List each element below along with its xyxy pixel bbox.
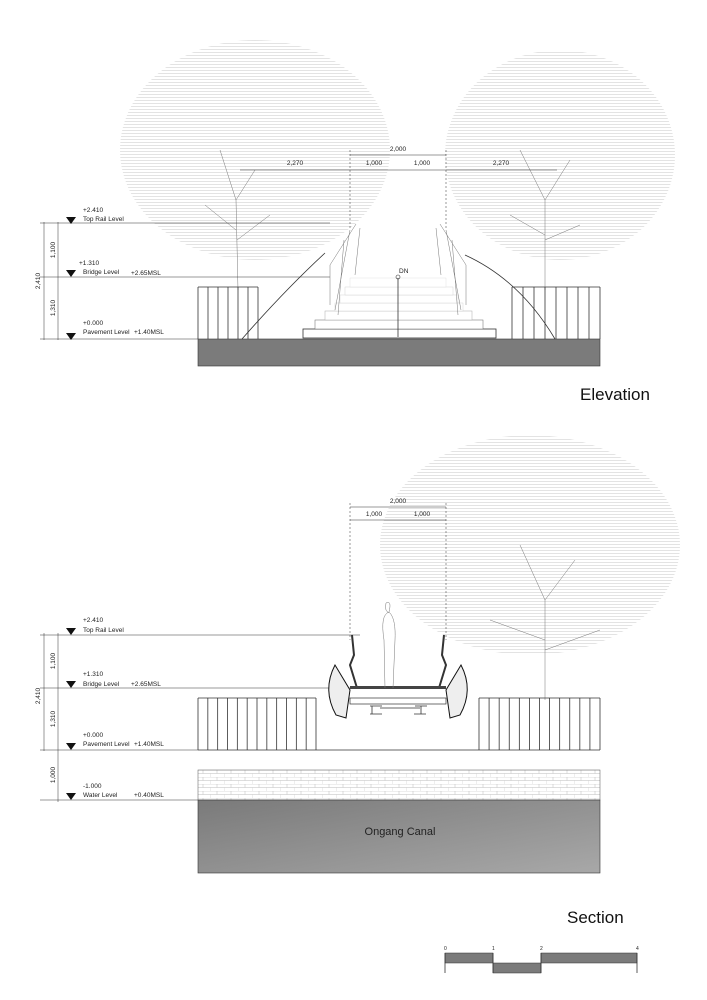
svg-text:+1.310: +1.310 xyxy=(83,671,103,678)
brick-wall xyxy=(197,769,601,801)
svg-text:-1.000: -1.000 xyxy=(83,783,102,790)
dim-mid-right: 1,000 xyxy=(414,160,431,167)
svg-text:+2.65MSL: +2.65MSL xyxy=(131,681,161,688)
elevation-view: 2,000 2,270 1,000 1,000 2,270 2,410 1,10… xyxy=(35,40,675,404)
svg-text:1,000: 1,000 xyxy=(50,766,57,783)
tree-canopy-left xyxy=(120,40,675,291)
level-marker-icon xyxy=(66,681,76,688)
level-top-rail: +2.410 Top Rail Level xyxy=(66,207,124,224)
svg-text:1,310: 1,310 xyxy=(50,710,57,727)
canal-label: Ongang Canal xyxy=(365,826,436,838)
svg-text:1: 1 xyxy=(492,946,495,952)
tree-trunk xyxy=(489,544,601,700)
bridge-section xyxy=(328,602,468,719)
svg-text:+0.000: +0.000 xyxy=(83,320,103,327)
fence-right xyxy=(511,286,601,339)
section-title: Section xyxy=(567,908,624,927)
svg-text:1,100: 1,100 xyxy=(50,652,57,669)
svg-text:1,000: 1,000 xyxy=(366,511,383,518)
dim-lower-height: 1,310 xyxy=(50,299,57,316)
level-bridge: +1.310 Bridge Level +2.65MSL xyxy=(66,260,161,277)
dim-total: 2,000 xyxy=(390,146,407,153)
svg-text:1,000: 1,000 xyxy=(414,511,431,518)
tree-canopy xyxy=(380,435,680,655)
section-view: 2,000 1,000 1,000 2,410 1,100 1,310 1,00… xyxy=(35,435,680,927)
svg-text:+2.410: +2.410 xyxy=(83,207,103,214)
arch-left xyxy=(241,252,326,340)
planter-right xyxy=(445,663,468,719)
svg-text:Top Rail Level: Top Rail Level xyxy=(83,627,124,634)
level-water: -1.000 Water Level +0.40MSL xyxy=(66,783,164,800)
fence-left xyxy=(197,697,317,750)
level-pavement: +0.000 Pavement Level +1.40MSL xyxy=(66,732,164,750)
stairs: DN xyxy=(302,223,497,339)
svg-text:Pavement Level: Pavement Level xyxy=(83,329,130,336)
arch-right xyxy=(464,254,556,340)
svg-text:Bridge Level: Bridge Level xyxy=(83,269,120,276)
svg-text:2: 2 xyxy=(540,946,543,952)
fence-left xyxy=(197,286,259,339)
dim-total-height: 2,410 xyxy=(35,272,42,289)
svg-text:Bridge Level: Bridge Level xyxy=(83,681,120,688)
stair-direction-label: DN xyxy=(399,268,409,275)
dim-mid-left: 1,000 xyxy=(366,160,383,167)
svg-text:2,000: 2,000 xyxy=(390,498,407,505)
svg-text:0: 0 xyxy=(444,946,447,952)
section-dimensions-top: 2,000 1,000 1,000 xyxy=(349,498,447,640)
level-top-rail: +2.410 Top Rail Level xyxy=(66,617,124,635)
svg-text:+1.40MSL: +1.40MSL xyxy=(134,329,164,336)
svg-text:2,410: 2,410 xyxy=(35,687,42,704)
level-marker-icon xyxy=(66,217,76,224)
svg-text:Top Rail Level: Top Rail Level xyxy=(83,216,124,223)
scale-bar: 0 1 2 4 xyxy=(444,946,639,974)
human-figure xyxy=(382,602,396,689)
svg-text:+1.310: +1.310 xyxy=(79,260,99,267)
svg-text:+0.000: +0.000 xyxy=(83,732,103,739)
svg-text:Pavement Level: Pavement Level xyxy=(83,741,130,748)
bridge-rails xyxy=(348,634,448,689)
level-marker-icon xyxy=(66,333,76,340)
level-bridge: +1.310 Bridge Level +2.65MSL xyxy=(66,671,161,688)
svg-text:+0.40MSL: +0.40MSL xyxy=(134,792,164,799)
dim-left: 2,270 xyxy=(287,160,304,167)
dim-upper-height: 1,100 xyxy=(50,241,57,258)
elevation-dimensions-top: 2,000 2,270 1,000 1,000 2,270 xyxy=(240,146,557,230)
level-marker-icon xyxy=(66,270,76,277)
level-marker-icon xyxy=(66,743,76,750)
elevation-dimensions-side: 2,410 1,100 1,310 xyxy=(35,222,330,340)
svg-text:Water Level: Water Level xyxy=(83,792,118,799)
elevation-title: Elevation xyxy=(580,385,650,404)
svg-text:+2.65MSL: +2.65MSL xyxy=(131,270,161,277)
svg-text:+1.40MSL: +1.40MSL xyxy=(134,741,164,748)
level-pavement: +0.000 Pavement Level +1.40MSL xyxy=(66,320,164,340)
svg-text:4: 4 xyxy=(636,946,639,952)
dim-right: 2,270 xyxy=(493,160,510,167)
level-marker-icon xyxy=(66,628,76,635)
section-dimensions-side: 2,410 1,100 1,310 1,000 xyxy=(35,633,360,802)
fence-right xyxy=(478,697,601,750)
ground-slab xyxy=(197,338,601,367)
bridge-deck xyxy=(350,686,446,689)
svg-text:+2.410: +2.410 xyxy=(83,617,103,624)
planter-left xyxy=(328,663,351,719)
level-marker-icon xyxy=(66,793,76,800)
canal xyxy=(197,799,601,874)
